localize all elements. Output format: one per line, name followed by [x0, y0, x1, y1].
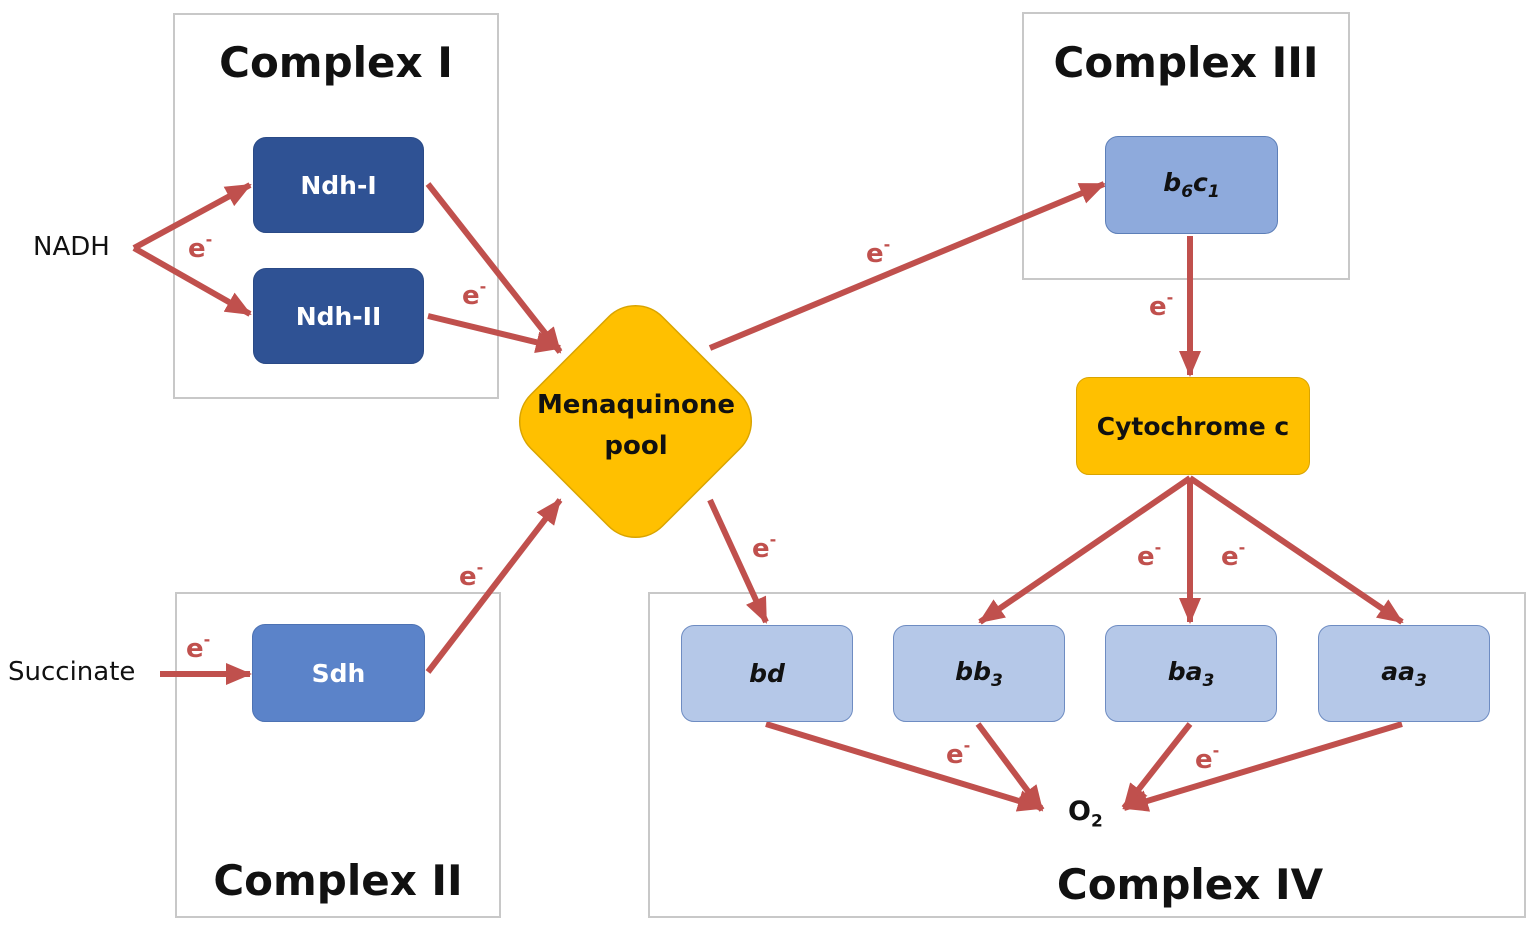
- electron-label-bb3-o2: e-: [946, 736, 971, 770]
- complex-1-frame: [173, 13, 499, 399]
- cytochrome-c-label: Cytochrome c: [1096, 411, 1290, 441]
- succinate-label: Succinate: [8, 657, 136, 687]
- menaquinone-pool-diamond: [518, 304, 753, 539]
- ndh2-label: Ndh-II: [295, 301, 382, 331]
- menaquinone-pool-line2: pool: [604, 431, 668, 461]
- complex-4-title: Complex IV: [1056, 860, 1324, 909]
- arrow-cytc-to-bb3: [978, 475, 1192, 625]
- b6c1-label: b6c1: [1163, 168, 1220, 202]
- electron-label-ndh2: e-: [462, 277, 487, 311]
- complex-3-frame: [1022, 12, 1350, 280]
- electron-label-succinate: e-: [186, 630, 211, 664]
- arrow-pool-to-b6c1: [708, 181, 1106, 351]
- arrow-ndh1-to-pool: [425, 182, 563, 354]
- aa3-label: aa3: [1381, 656, 1427, 691]
- electron-label-b6c1-cytc: e-: [1149, 288, 1174, 322]
- arrow-nadh-to-ndh2: [132, 245, 252, 317]
- electron-label-pool-b6c1: e-: [866, 235, 891, 269]
- arrow-bd-to-o2: [765, 721, 1044, 812]
- ndh2-node: Ndh-II: [253, 268, 424, 364]
- bd-node: bd: [681, 625, 853, 722]
- electron-label-cytc-bb3: e-: [1137, 538, 1162, 572]
- electron-label-pool-bd: e-: [752, 530, 777, 564]
- arrow-nadh-to-ndh1: [132, 182, 252, 251]
- arrow-ndh2-to-pool: [427, 313, 562, 354]
- complex-3-title: Complex III: [1053, 38, 1319, 87]
- ndh1-node: Ndh-I: [253, 137, 424, 233]
- nadh-label: NADH: [33, 232, 110, 262]
- complex-1-title: Complex I: [219, 38, 453, 87]
- electron-label-ba3-o2: e-: [1195, 741, 1220, 775]
- ndh1-label: Ndh-I: [300, 170, 377, 200]
- arrow-bb3-to-o2: [975, 722, 1045, 812]
- electron-label-nadh: e-: [188, 230, 213, 264]
- arrow-aa3-to-o2: [1122, 721, 1403, 812]
- complex-4-frame: [648, 592, 1526, 918]
- bb3-label: bb3: [955, 656, 1003, 691]
- b6c1-node: b6c1: [1105, 136, 1278, 234]
- bb3-node: bb3: [893, 625, 1065, 722]
- bd-label: bd: [749, 659, 785, 688]
- arrow-sdh-to-pool: [425, 498, 563, 674]
- sdh-label: Sdh: [311, 658, 366, 688]
- complex-2-frame: [175, 592, 501, 918]
- arrow-cytc-to-aa3: [1188, 475, 1404, 625]
- sdh-node: Sdh: [252, 624, 425, 722]
- electron-label-sdh: e-: [459, 558, 484, 592]
- oxygen-label: O2: [1068, 796, 1103, 832]
- electron-label-cytc-aa3: e-: [1221, 538, 1246, 572]
- cytochrome-c-node: Cytochrome c: [1076, 377, 1310, 475]
- menaquinone-pool-label: Menaquinone pool: [505, 385, 767, 467]
- ba3-label: ba3: [1167, 656, 1215, 691]
- complex-2-title: Complex II: [213, 856, 463, 905]
- ba3-node: ba3: [1105, 625, 1277, 722]
- arrow-pool-to-bd: [707, 498, 769, 624]
- menaquinone-pool-line1: Menaquinone: [536, 390, 736, 420]
- aa3-node: aa3: [1318, 625, 1490, 722]
